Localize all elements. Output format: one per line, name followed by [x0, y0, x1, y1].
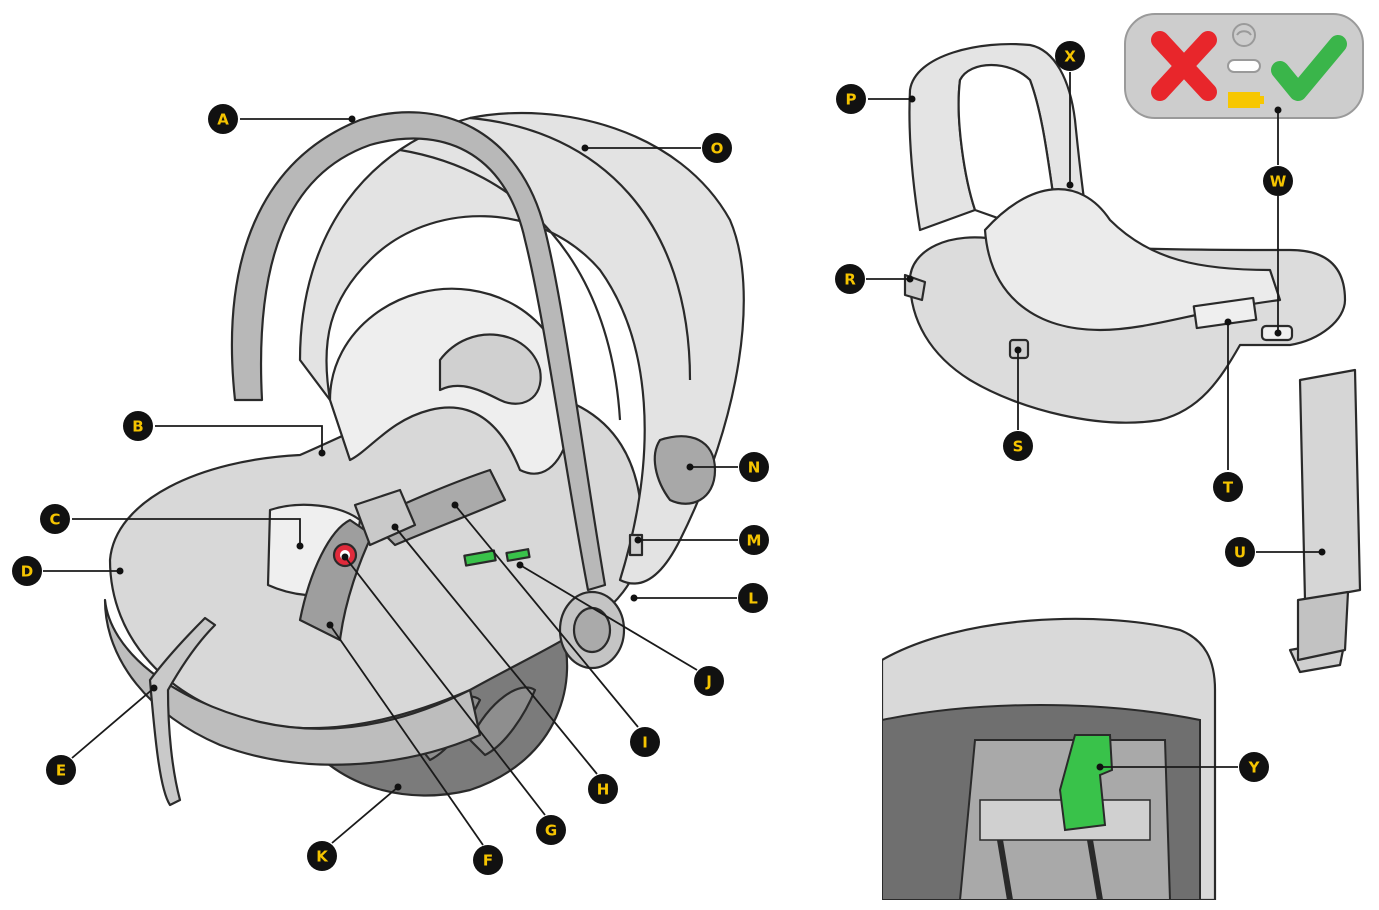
callout-b: B	[123, 411, 326, 457]
isofix-base	[903, 43, 1362, 674]
label-t: T	[1223, 479, 1234, 497]
callout-d: D	[12, 556, 124, 586]
canopy-fold-2	[399, 148, 622, 421]
callout-i: I	[451, 501, 660, 757]
label-u: U	[1234, 544, 1246, 562]
label-p: P	[846, 91, 857, 109]
callout-e: E	[46, 684, 158, 785]
belt-guide	[653, 435, 717, 505]
callout-n: N	[686, 452, 769, 482]
label-d: D	[21, 563, 33, 581]
battery-icon	[1228, 92, 1264, 108]
callout-f: F	[326, 621, 503, 875]
callout-x: X	[1055, 41, 1085, 189]
callout-u: U	[1225, 537, 1326, 567]
label-i: I	[642, 734, 648, 752]
label-r: R	[844, 271, 856, 289]
label-k: K	[316, 848, 329, 866]
label-l: L	[748, 590, 758, 608]
sensor-icon	[1232, 23, 1256, 47]
seat-green-indicator-2	[505, 548, 531, 562]
label-f: F	[483, 852, 493, 870]
callout-k: K	[307, 783, 402, 871]
sensor-slot	[1227, 59, 1261, 73]
label-n: N	[748, 459, 761, 477]
callout-j: J	[516, 561, 724, 696]
harness-buckle	[353, 488, 417, 547]
headrest	[438, 333, 542, 405]
infant-car-seat	[103, 111, 745, 807]
shoulder-strap	[148, 616, 217, 807]
callout-a: A	[208, 104, 356, 134]
callout-h: H	[391, 523, 618, 804]
label-b: B	[132, 418, 143, 436]
callout-m: M	[634, 525, 769, 555]
support-leg	[1298, 368, 1362, 602]
callout-labels: A B C D E F	[12, 41, 1326, 875]
callout-p: P	[836, 84, 916, 114]
callout-s: S	[1003, 346, 1033, 461]
label-y: Y	[1248, 759, 1261, 777]
isofix-release-clip	[1058, 734, 1114, 832]
label-h: H	[597, 781, 610, 799]
label-m: M	[747, 532, 762, 550]
callout-y: Y	[1096, 752, 1269, 782]
detail-inset	[882, 610, 1222, 900]
indicator-panel	[1124, 13, 1364, 119]
cross-icon	[1151, 31, 1217, 101]
label-g: G	[545, 822, 557, 840]
callout-w: W	[1263, 106, 1293, 337]
label-j: J	[705, 673, 712, 691]
callout-o: O	[581, 133, 732, 163]
label-c: C	[49, 511, 60, 529]
base-seat-bowl	[983, 188, 1282, 332]
seat-green-indicator-1	[463, 549, 497, 567]
callout-l: L	[630, 583, 768, 613]
label-o: O	[711, 140, 724, 158]
label-x: X	[1064, 48, 1076, 66]
callout-r: R	[835, 264, 914, 294]
canopy-fold-1	[469, 116, 692, 381]
support-leg-lower	[1296, 590, 1350, 662]
callout-c: C	[40, 504, 304, 550]
label-e: E	[56, 762, 66, 780]
callout-g: G	[341, 553, 566, 845]
label-w: W	[1270, 173, 1287, 191]
check-icon	[1271, 35, 1347, 101]
carry-handle	[230, 111, 607, 592]
label-a: A	[217, 111, 229, 129]
label-s: S	[1013, 438, 1024, 456]
callout-t: T	[1213, 318, 1243, 502]
